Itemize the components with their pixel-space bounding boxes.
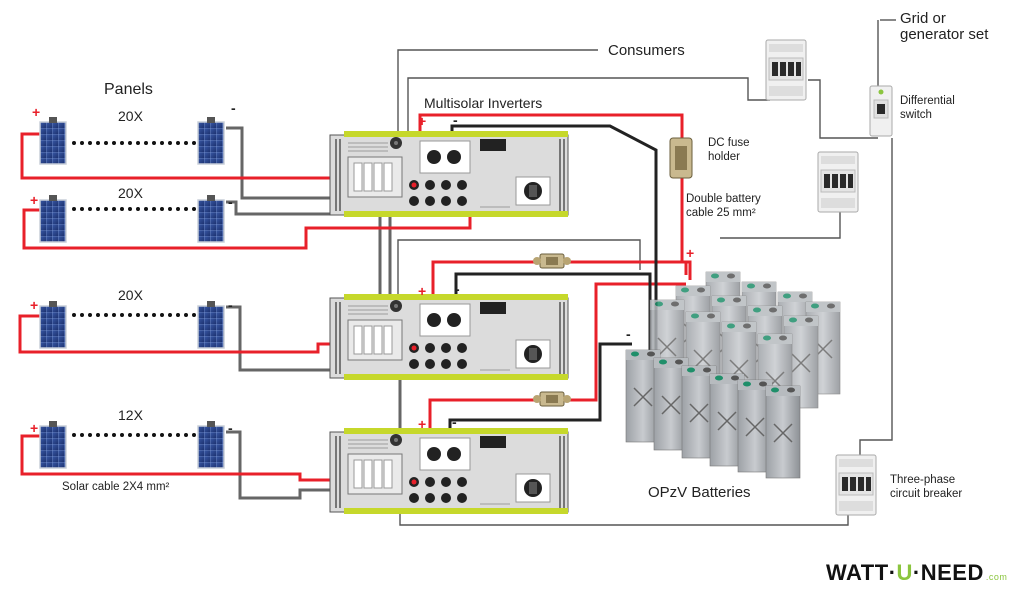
three-phase-breaker-device bbox=[835, 454, 877, 516]
panel-string-4 bbox=[39, 420, 225, 469]
inverter-2-plus: + bbox=[418, 283, 427, 299]
multisolar-inverters-label: Multisolar Inverters bbox=[424, 95, 543, 111]
string-1-count: 20X bbox=[118, 108, 143, 124]
panel-string-1 bbox=[39, 116, 225, 165]
string-1-plus: + bbox=[32, 104, 41, 120]
inverter-1-minus: - bbox=[453, 112, 458, 128]
solar-cable-label: Solar cable 2X4 mm² bbox=[62, 481, 170, 493]
differential-switch-label-2: switch bbox=[900, 109, 932, 121]
three-phase-label-2: circuit breaker bbox=[890, 488, 963, 500]
logo-sep-2: · bbox=[912, 560, 921, 585]
inverter-3 bbox=[329, 427, 569, 515]
battery-plus: + bbox=[686, 245, 695, 261]
panels-label: Panels bbox=[104, 81, 153, 98]
inverter-2-minus: - bbox=[455, 281, 460, 297]
string-3-count: 20X bbox=[118, 287, 143, 303]
dc-fuse-holder-label-2: holder bbox=[708, 151, 740, 163]
panel-string-2 bbox=[39, 194, 225, 243]
string-2-plus: + bbox=[30, 192, 39, 208]
double-battery-cable-label-1: Double battery bbox=[686, 193, 761, 205]
string-4-count: 12X bbox=[118, 407, 143, 423]
string-2-count: 20X bbox=[118, 185, 143, 201]
inverter-3-minus: - bbox=[452, 414, 457, 430]
ac-breaker bbox=[817, 151, 859, 213]
logo-part-3: NEED bbox=[920, 560, 984, 585]
differential-switch-device bbox=[869, 85, 893, 137]
opzv-battery-bank bbox=[625, 271, 841, 479]
fuse-2 bbox=[532, 253, 572, 269]
string-3-minus: - bbox=[228, 297, 233, 313]
logo-part-2: U bbox=[896, 560, 913, 585]
logo-sep-1: · bbox=[888, 560, 897, 585]
dc-fuse-holder-device bbox=[669, 137, 693, 179]
string-4-plus: + bbox=[30, 420, 39, 436]
opzv-batteries-label: OPzV Batteries bbox=[648, 484, 751, 501]
string-4-minus: - bbox=[228, 420, 233, 436]
differential-switch-label-1: Differential bbox=[900, 95, 955, 107]
inverter-1-plus: + bbox=[418, 113, 427, 129]
battery-minus: - bbox=[626, 326, 631, 342]
string-1-minus: - bbox=[231, 100, 236, 116]
inverter-1 bbox=[329, 130, 569, 218]
consumers-label: Consumers bbox=[608, 42, 685, 59]
dc-fuse-holder-label-1: DC fuse bbox=[708, 137, 750, 149]
logo-part-1: WATT bbox=[826, 560, 889, 585]
fuse-3 bbox=[532, 391, 572, 407]
grid-breaker bbox=[765, 39, 807, 101]
logo-suffix: .com bbox=[985, 572, 1008, 582]
double-battery-cable-label-2: cable 25 mm² bbox=[686, 207, 756, 219]
grid-label-2: generator set bbox=[900, 26, 989, 43]
string-2-minus: - bbox=[228, 194, 233, 210]
three-phase-label-1: Three-phase bbox=[890, 474, 956, 486]
grid-label-1: Grid or bbox=[900, 10, 946, 27]
inverter-3-plus: + bbox=[418, 416, 427, 432]
inverter-2 bbox=[329, 293, 569, 381]
panel-string-3 bbox=[39, 300, 225, 349]
watt-u-need-logo: WATT·U·NEED.com bbox=[826, 560, 1007, 586]
string-3-plus: + bbox=[30, 297, 39, 313]
